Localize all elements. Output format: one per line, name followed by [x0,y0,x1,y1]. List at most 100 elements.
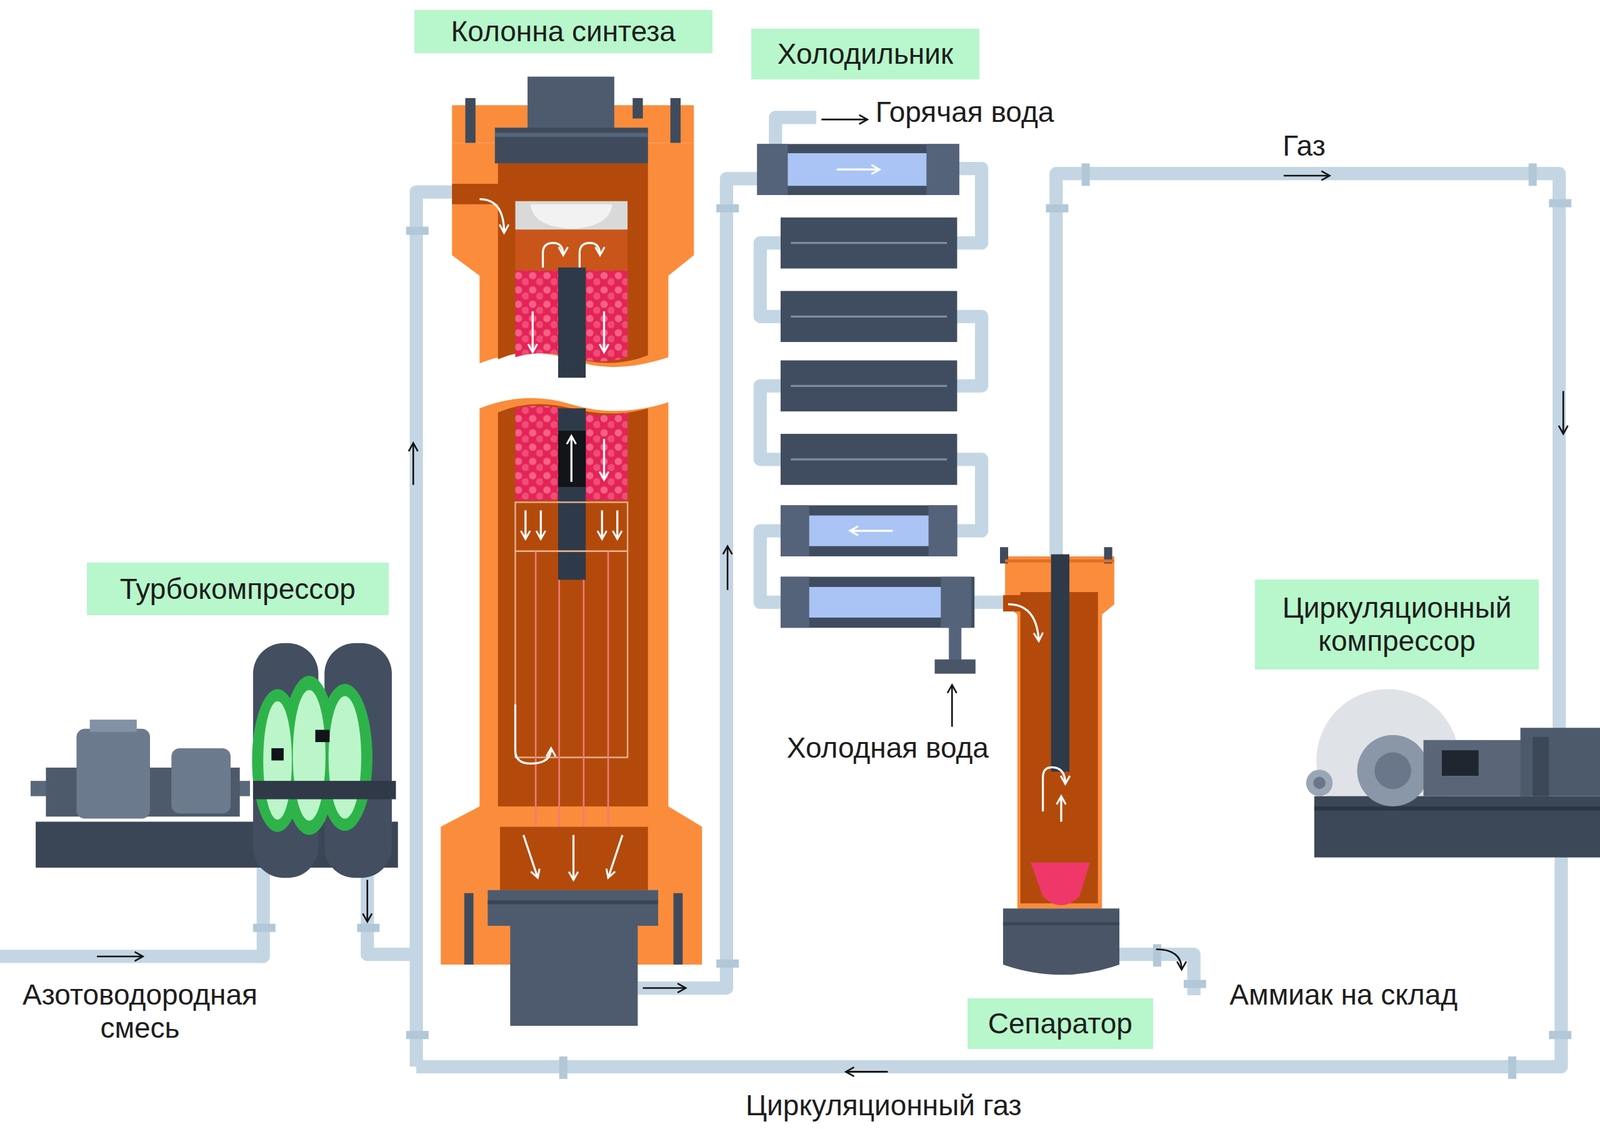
synthesis-column [603,311,605,352]
cooler [756,143,959,195]
cooler [948,624,962,664]
circulation-compressor [1314,796,1600,858]
cooler [790,315,947,318]
synthesis-column [572,835,575,880]
synthesis-column [616,510,619,539]
circulation-compressor [1423,740,1531,797]
cooler [780,290,957,342]
synthesis-column [558,408,586,580]
synthesis-column [583,579,585,827]
synthesis-column [601,510,604,539]
separator [1003,921,1120,925]
pipe-flanges [1081,163,1090,186]
pipe-flanges [1528,163,1537,186]
synthesis-column [479,199,504,234]
pipe-flanges [1183,979,1207,988]
pipe-flanges [1508,1056,1517,1079]
turbocompressor [317,683,373,831]
synthesis-column [558,267,586,378]
turbocompressor [271,748,284,761]
cooler [836,169,894,531]
flow-label: Газ [1282,129,1325,163]
cooler [836,168,880,171]
flow-arrows [1562,390,1565,434]
synthesis-column [570,435,573,482]
synthesis-column [487,900,659,905]
cooler [756,143,788,195]
synthesis-column [440,398,702,965]
cooler [780,576,810,629]
synthesis-column [632,98,643,119]
equipment-label: Холодильник [751,28,979,80]
synthesis-column [515,501,628,551]
turbocompressor [76,728,150,819]
cooler [780,576,975,629]
synthesis-column [440,76,702,1026]
synthesis-column [530,204,613,229]
pipes [0,857,264,957]
flow-label: Циркуляционный газ [745,1088,1022,1122]
separator [1060,796,1062,822]
cooler [780,505,810,557]
separator [1030,862,1090,906]
turbocompressor [263,701,292,820]
synthesis-column [531,311,534,352]
synthesis-column [607,551,610,827]
separator [1000,546,1120,975]
equipment-name: Циркуляционный компрессор [1271,591,1522,658]
synthesis-column [670,98,681,144]
separator [1003,595,1024,612]
flow-arrows [1156,949,1182,970]
circulation-compressor [1520,727,1600,796]
flow-arrows [821,118,867,121]
pipe-flanges [253,163,1572,1079]
equipment-name: Колонна синтеза [451,15,676,49]
pipe-flanges [406,1030,429,1039]
cooler [780,217,957,269]
flow-arrows [96,955,143,958]
synthesis-column [535,551,609,827]
synthesis-column [579,243,600,268]
synthesis-column [543,243,564,268]
pipe-flanges [716,204,739,213]
equipment-label: Турбокомпрессор [86,562,389,615]
synthesis-column [515,551,628,758]
cooler [809,586,942,618]
cooler [756,143,975,674]
equipment-label: Сепаратор [967,998,1154,1050]
flow-arrows [1283,175,1330,177]
synthesis-column [540,510,542,539]
synthesis-column [535,551,537,827]
pipe-flanges [1153,943,1162,967]
flow-label: Холодная вода [786,731,989,765]
cooler [780,360,957,412]
pipes [0,117,1562,1067]
separator [1008,604,1039,642]
synthesis-column [515,229,628,270]
pipe-flanges [716,959,739,968]
cooler [935,659,976,674]
synthesis-column [608,835,623,879]
synthesis-column [524,510,527,539]
pipe-flanges [1045,204,1069,213]
synthesis-column [510,923,638,1026]
flow-arrows [96,119,1564,1072]
equipment-name: Турбокомпрессор [120,572,356,606]
circulation-compressor [1441,750,1479,776]
synthesis-column [515,704,551,764]
synthesis-column [558,430,586,487]
turbocompressor [171,748,231,814]
synthesis-column [451,183,501,205]
cooler [790,458,947,460]
cooler [850,529,894,532]
synthesis-column [495,132,649,137]
synthesis-column [498,403,649,807]
pipes [954,316,982,386]
cooler [787,153,927,186]
cooler [926,143,959,195]
synthesis-column [558,579,560,827]
cooler [940,576,972,629]
circulation-compressor [1306,769,1333,796]
synthesis-column [465,98,475,144]
pipes [1056,173,1560,740]
